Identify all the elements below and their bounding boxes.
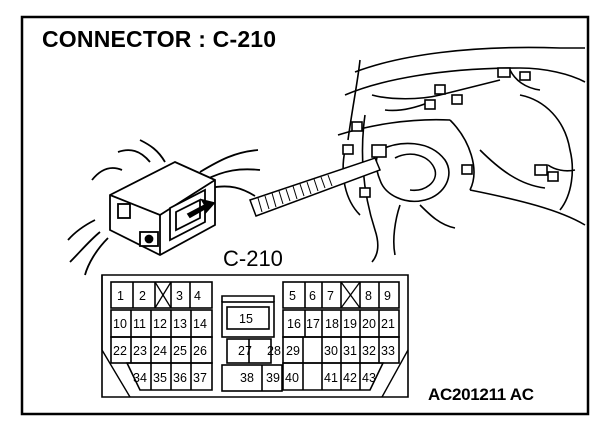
pin-24: 24	[153, 344, 167, 358]
pin-26: 26	[193, 344, 207, 358]
pin-11: 11	[133, 317, 146, 331]
connector-illustration	[67, 139, 261, 276]
pin-29: 29	[286, 344, 300, 358]
pin-21: 21	[381, 317, 395, 331]
figure-code: AC201211 AC	[428, 385, 534, 404]
pin-12: 12	[153, 317, 167, 331]
pin-35: 35	[153, 371, 167, 385]
pin-22: 22	[113, 344, 127, 358]
pin-4: 4	[194, 289, 201, 303]
pin-8: 8	[365, 289, 372, 303]
vehicle-illustration	[337, 46, 586, 263]
diagram-title: CONNECTOR : C-210	[42, 26, 277, 52]
pin-13: 13	[173, 317, 187, 331]
pin-19: 19	[343, 317, 357, 331]
pin-31: 31	[343, 344, 357, 358]
pin-33: 33	[381, 344, 395, 358]
pin-18: 18	[325, 317, 339, 331]
pin-10: 10	[113, 317, 127, 331]
pin-25: 25	[173, 344, 187, 358]
pin-30: 30	[324, 344, 338, 358]
pin-27: 27	[238, 344, 252, 358]
pin-41: 41	[324, 371, 338, 385]
pin-5: 5	[289, 289, 296, 303]
pin-15: 15	[239, 312, 253, 326]
pin-14: 14	[193, 317, 207, 331]
pin-3: 3	[176, 289, 183, 303]
pin-20: 20	[362, 317, 376, 331]
connector-pinout	[101, 274, 409, 398]
figure-border	[20, 15, 590, 416]
pin-numbers: 1 2 3 4 5 6 7 8 9 10 11 12 13 14 15 16 1…	[113, 289, 395, 385]
pin-16: 16	[287, 317, 301, 331]
pin-34: 34	[133, 371, 147, 385]
pin-32: 32	[362, 344, 376, 358]
pin-37: 37	[193, 371, 207, 385]
connector-label: C-210	[223, 246, 283, 271]
location-arrow	[249, 157, 381, 217]
pin-43: 43	[362, 371, 376, 385]
pin-28: 28	[267, 344, 281, 358]
pin-9: 9	[384, 289, 391, 303]
pin-7: 7	[327, 289, 334, 303]
pin-1: 1	[117, 289, 124, 303]
pin-2: 2	[139, 289, 146, 303]
pin-39: 39	[266, 371, 280, 385]
pin-17: 17	[306, 317, 320, 331]
pin-40: 40	[285, 371, 299, 385]
pin-38: 38	[240, 371, 254, 385]
pin-6: 6	[309, 289, 316, 303]
pin-42: 42	[343, 371, 357, 385]
pin-23: 23	[133, 344, 147, 358]
pin-36: 36	[173, 371, 187, 385]
